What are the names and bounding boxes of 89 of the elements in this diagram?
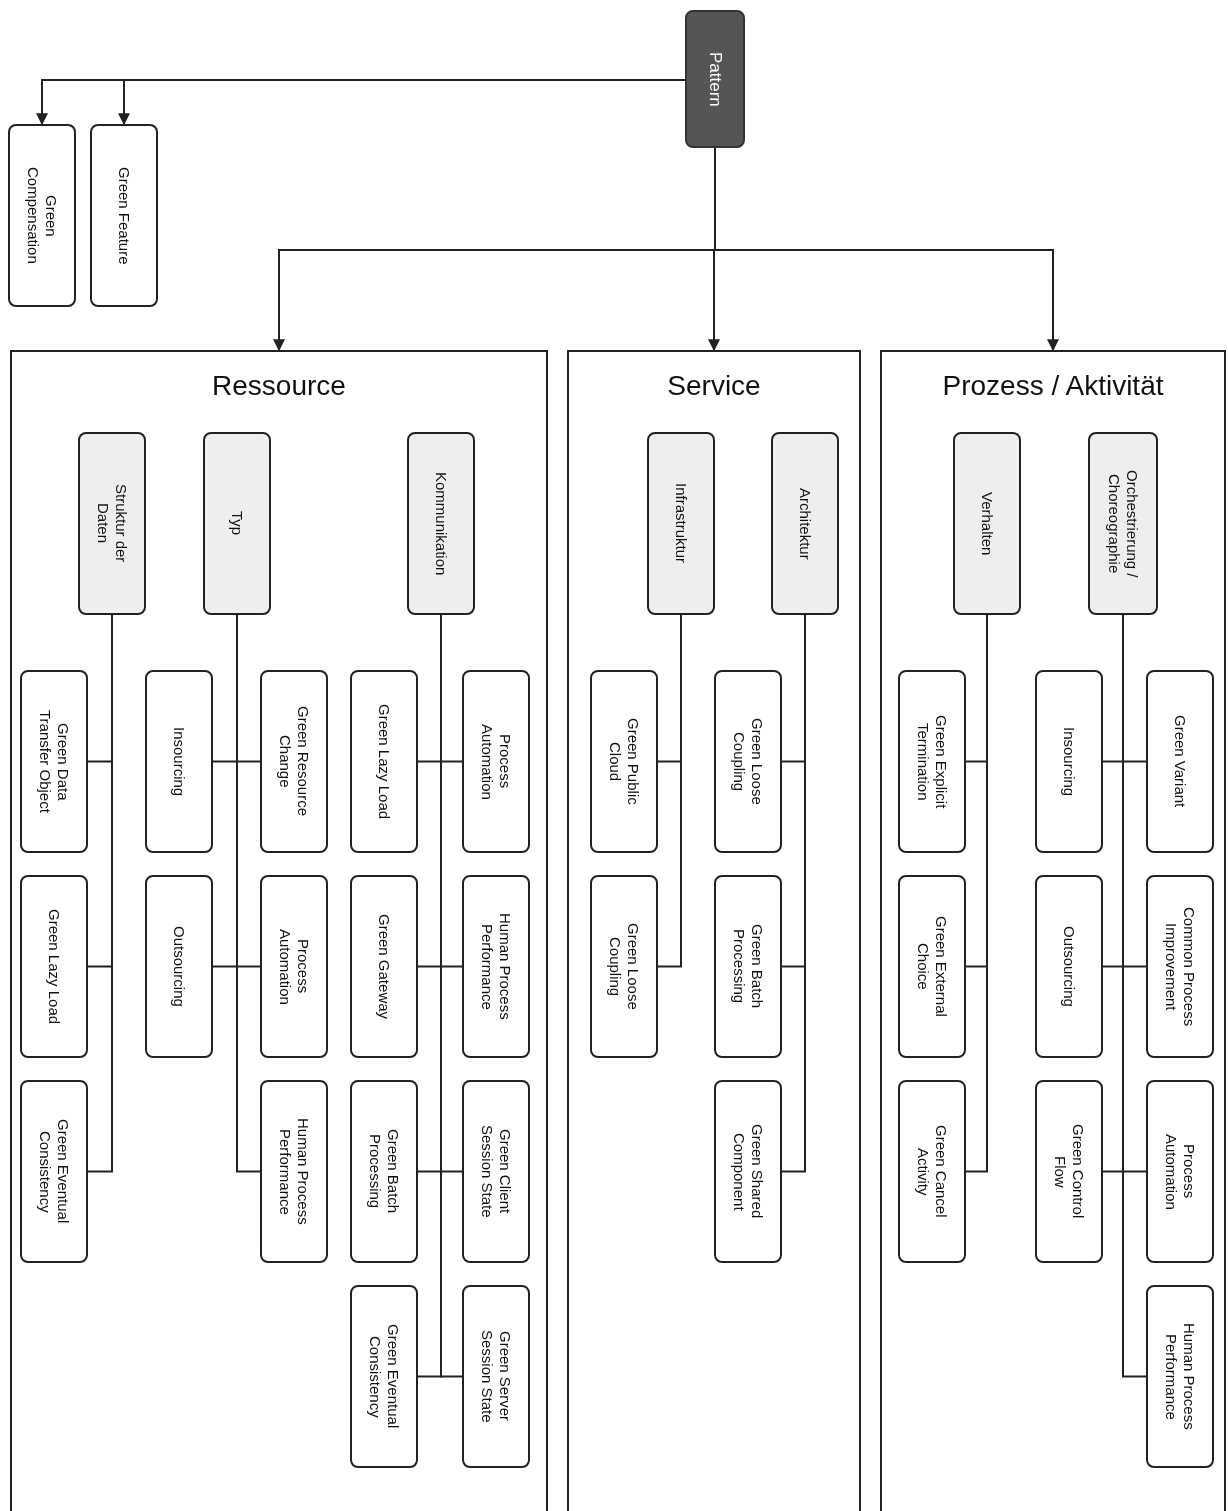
box-label: Struktur der Daten [94, 483, 130, 565]
connector-line [657, 614, 682, 968]
group-panel [880, 350, 1226, 1511]
process-box [1035, 1080, 1103, 1263]
process-box [590, 875, 658, 1058]
box-label: Verhalten [978, 491, 996, 556]
category-box [203, 432, 271, 615]
box-label: Green Data Transfer Object [36, 709, 72, 815]
box-label: Architektur [796, 487, 814, 560]
box-label: Green Batch Processing [366, 1128, 402, 1216]
box-label: Green Lazy Load [45, 908, 63, 1025]
process-box [350, 670, 418, 853]
process-box [145, 670, 213, 853]
category-box [771, 432, 839, 615]
process-box [20, 1080, 88, 1263]
process-box [1146, 875, 1214, 1058]
box-label: Green Lazy Load [375, 703, 393, 820]
box-label: Human Process Performance [1162, 1322, 1198, 1432]
box-label: Green Shared Component [730, 1123, 766, 1221]
process-box [1035, 670, 1103, 853]
box-label: Common Process Improvement [1162, 905, 1198, 1029]
process-box [8, 124, 76, 307]
process-box [898, 875, 966, 1058]
panel-heading: Service [667, 370, 761, 402]
category-box [78, 432, 146, 615]
box-label: Kommunikation [432, 471, 450, 576]
box-label: Insourcing [1060, 726, 1078, 797]
box-label: Pattern [705, 51, 726, 107]
box-label: Green Resource Change [276, 705, 312, 819]
process-box [462, 1080, 530, 1263]
process-box [260, 670, 328, 853]
process-box [1146, 670, 1214, 853]
box-label: Green Control Flow [1051, 1123, 1087, 1221]
process-box [1146, 1285, 1214, 1468]
category-box [647, 432, 715, 615]
box-label: Infrastruktur [672, 483, 690, 564]
box-label: Process Automation [478, 722, 514, 802]
process-box [898, 670, 966, 853]
process-box [898, 1080, 966, 1263]
process-box [260, 875, 328, 1058]
box-label: Green Gateway [375, 913, 393, 1020]
process-box [350, 875, 418, 1058]
box-label: Green External Choice [914, 915, 950, 1019]
box-label: Human Process Performance [276, 1117, 312, 1227]
process-box [1146, 1080, 1214, 1263]
process-box [590, 670, 658, 853]
box-label: Green Eventual Consistency [366, 1323, 402, 1431]
process-box [260, 1080, 328, 1263]
box-label: Green Feature [115, 166, 133, 265]
process-box [350, 1080, 418, 1263]
category-box [953, 432, 1021, 615]
box-label: Process Automation [1162, 1132, 1198, 1212]
category-box [407, 432, 475, 615]
process-box [20, 875, 88, 1058]
box-label: Green Variant [1171, 715, 1189, 808]
process-box [714, 875, 782, 1058]
group-panel [567, 350, 861, 1511]
process-box [462, 875, 530, 1058]
box-label: Insourcing [170, 726, 188, 797]
box-label: Green Server Session State [478, 1329, 514, 1425]
panel-heading: Ressource [212, 370, 346, 402]
group-panel [10, 350, 548, 1511]
box-label: Orchestrierung / Choreographie [1105, 468, 1141, 580]
box-label: Green Client Session State [478, 1124, 514, 1220]
process-box [90, 124, 158, 307]
box-label: Green Explicit Termination [914, 713, 950, 811]
process-box [714, 1080, 782, 1263]
box-label: Green Compensation [24, 166, 60, 266]
box-label: Green Batch Processing [730, 923, 766, 1011]
category-box [1088, 432, 1158, 615]
process-box [462, 670, 530, 853]
process-box [20, 670, 88, 853]
box-label: Green Cancel Activity [914, 1124, 950, 1220]
root-box [685, 10, 745, 148]
box-label: Outsourcing [1060, 926, 1078, 1007]
process-box [462, 1285, 530, 1468]
box-label: Human Process Performance [478, 912, 514, 1022]
process-box [1035, 875, 1103, 1058]
process-box [145, 875, 213, 1058]
box-label: Outsourcing [170, 926, 188, 1007]
process-box [714, 670, 782, 853]
box-label: Green Loose Coupling [730, 717, 766, 807]
process-box [350, 1285, 418, 1468]
box-label: Green Eventual Consistency [36, 1118, 72, 1226]
box-label: Process Automation [276, 927, 312, 1007]
box-label: Green Loose Coupling [606, 922, 642, 1012]
box-label: Green Public Cloud [606, 717, 642, 807]
box-label: Typ [228, 511, 246, 536]
panel-heading: Prozess / Aktivität [942, 370, 1164, 402]
